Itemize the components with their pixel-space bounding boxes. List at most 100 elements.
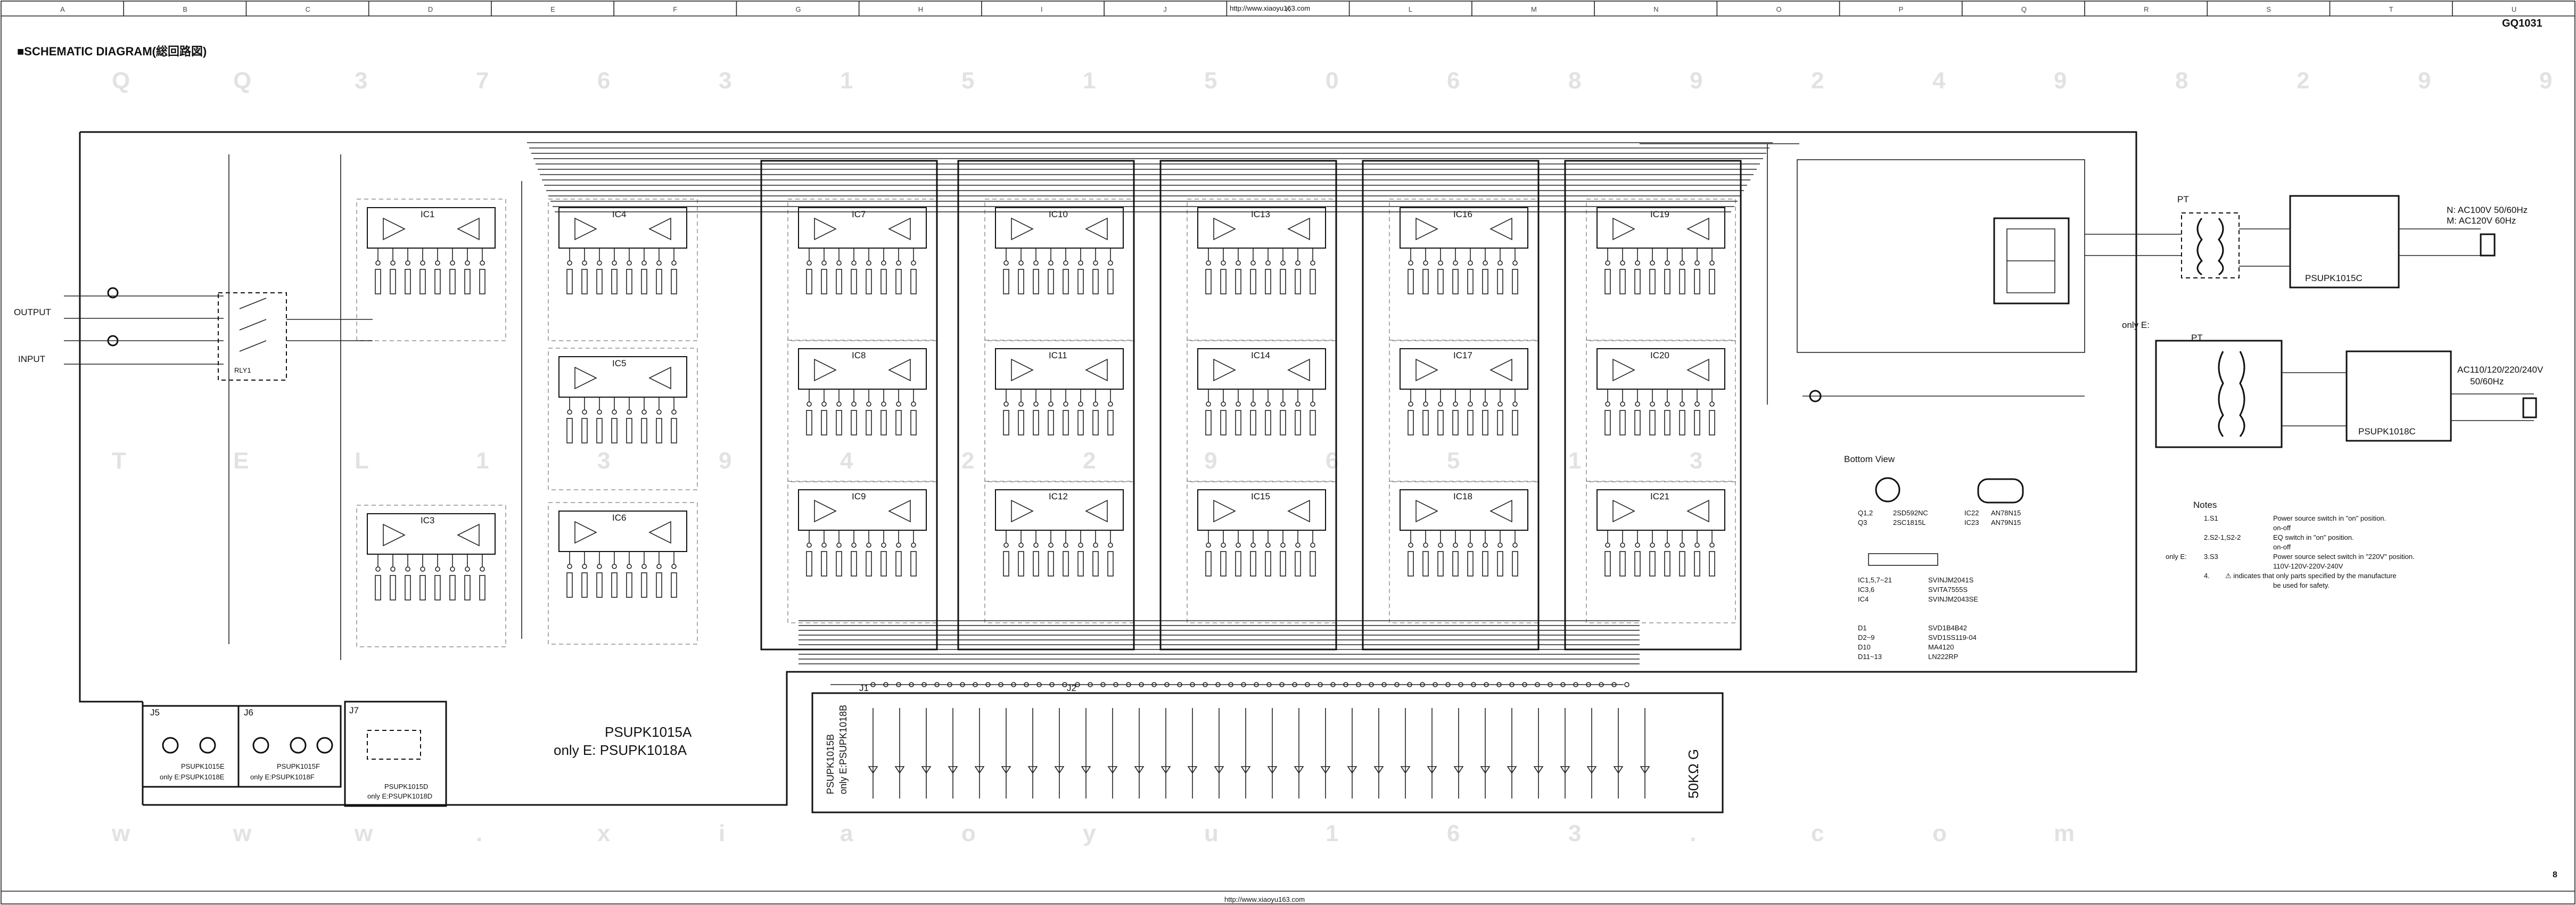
url-bottom[interactable]: http://www.xiaoyu163.com <box>1224 895 1305 903</box>
svg-text:IC22: IC22 <box>1964 509 1979 517</box>
sub-board-j6: J6 PSUPK1015F only E:PSUPK1018F <box>237 705 342 788</box>
svg-text:only E:PSUPK1018E: only E:PSUPK1018E <box>160 773 225 781</box>
svg-text:only E:PSUPK1018F: only E:PSUPK1018F <box>250 773 315 781</box>
sub-board-j5: J5 PSUPK1015E only E:PSUPK1018E <box>142 705 240 788</box>
ruler-col-C: C <box>306 5 310 13</box>
watermark-char: 1 <box>476 448 489 474</box>
svg-text:MA4120: MA4120 <box>1928 643 1954 651</box>
ruler-col-U: U <box>2512 5 2516 13</box>
watermark-char: 9 <box>2054 68 2067 94</box>
svg-text:IC19: IC19 <box>1650 209 1669 219</box>
watermark-char: 6 <box>597 68 610 94</box>
svg-text:J7: J7 <box>349 705 359 715</box>
output-jack-1 <box>107 287 119 299</box>
svg-text:only E:: only E: <box>2166 553 2187 561</box>
watermark-char: 5 <box>961 68 974 94</box>
page-marker: 8 <box>2553 870 2557 879</box>
svg-text:J1: J1 <box>859 683 869 693</box>
watermark-char: . <box>476 820 482 846</box>
watermark-char: 7 <box>476 68 489 94</box>
svg-text:D1: D1 <box>1858 624 1867 632</box>
output-label: OUTPUT <box>14 307 51 317</box>
ic-ic1: IC1 <box>356 199 506 341</box>
svg-text:IC1: IC1 <box>421 209 434 219</box>
relay-label: RLY1 <box>234 366 251 374</box>
watermark-char: i <box>719 820 725 846</box>
doc-code: GQ1031 <box>2502 18 2542 29</box>
watermark-char: 9 <box>719 448 731 474</box>
svg-text:IC18: IC18 <box>1453 491 1472 501</box>
psu-e-label: PSUPK1018C <box>2358 426 2416 437</box>
ic-ic19: IC19 <box>1586 199 1736 341</box>
svg-text:Q1,2: Q1,2 <box>1858 509 1873 517</box>
svg-text:PSUPK1015D: PSUPK1015D <box>384 783 428 791</box>
svg-text:AN78N15: AN78N15 <box>1991 509 2021 517</box>
watermark-char: 9 <box>1204 448 1217 474</box>
watermark-char: 1 <box>1083 68 1096 94</box>
watermark-char: x <box>597 820 611 846</box>
watermark-char: . <box>1690 820 1696 846</box>
watermark-char: 2 <box>1083 448 1096 474</box>
svg-text:only E:: only E: <box>2122 320 2150 330</box>
svg-text:IC13: IC13 <box>1251 209 1270 219</box>
watermark-char: c <box>1811 820 1824 846</box>
watermark-char: w <box>354 820 373 846</box>
svg-text:2SD592NC: 2SD592NC <box>1893 509 1928 517</box>
pt-label: PT <box>2177 194 2189 204</box>
watermark-char: 8 <box>1568 68 1581 94</box>
watermark-char: 4 <box>840 448 853 474</box>
svg-text:IC12: IC12 <box>1049 491 1068 501</box>
slider-board: PSUPK1015B only E:PSUPK1018B 50KΩ G <box>811 692 1724 813</box>
ic-ic3: IC3 <box>356 505 506 647</box>
svg-text:J6: J6 <box>244 707 253 718</box>
wiring-traces <box>228 142 1799 664</box>
ruler-col-F: F <box>673 5 677 13</box>
svg-text:IC4: IC4 <box>612 209 626 219</box>
ic-ic7: IC7 <box>787 199 937 341</box>
watermark-char: 2 <box>1811 68 1824 94</box>
svg-text:N: AC100V 50/60Hz: N: AC100V 50/60Hz <box>2447 205 2528 215</box>
svg-text:IC5: IC5 <box>612 358 626 368</box>
svg-text:IC16: IC16 <box>1453 209 1472 219</box>
watermark-char: 9 <box>2539 68 2552 94</box>
svg-text:2.S2-1,S2-2: 2.S2-1,S2-2 <box>2204 533 2241 541</box>
watermark-char: 6 <box>1447 68 1460 94</box>
watermark-char: y <box>1083 820 1096 846</box>
ruler-col-A: A <box>60 5 65 13</box>
watermark-char: a <box>840 820 853 846</box>
watermark-char: u <box>1204 820 1219 846</box>
ruler-col-T: T <box>2389 5 2393 13</box>
watermark-char: 3 <box>355 68 367 94</box>
svg-text:SVITA7555S: SVITA7555S <box>1928 586 1968 594</box>
watermark-char: 0 <box>1326 68 1338 94</box>
ruler-col-G: G <box>796 5 801 13</box>
svg-text:Power source select switch in: Power source select switch in "220V" pos… <box>2273 553 2415 561</box>
svg-text:IC3,6: IC3,6 <box>1858 586 1874 594</box>
svg-text:Power source switch in "on" po: Power source switch in "on" position. <box>2273 514 2386 522</box>
svg-text:AN79N15: AN79N15 <box>1991 519 2021 526</box>
ic-ic18: IC18 <box>1389 481 1539 623</box>
watermark-char: Q <box>112 68 130 94</box>
watermark-char: o <box>1932 820 1947 846</box>
svg-text:M: AC120V 60Hz: M: AC120V 60Hz <box>2447 216 2516 226</box>
ic-ic13: IC13 <box>1187 199 1337 341</box>
io-section: OUTPUT INPUT RLY1 <box>14 287 373 381</box>
page-title: ■SCHEMATIC DIAGRAM(総回路図) <box>17 45 207 58</box>
sub-board-j7: J7 PSUPK1015D only E:PSUPK1018D <box>344 701 447 807</box>
watermark-char: o <box>961 820 976 846</box>
svg-text:⚠ indicates that only parts sp: ⚠ indicates that only parts specified by… <box>2225 572 2397 580</box>
svg-text:50KΩ G: 50KΩ G <box>1685 749 1701 799</box>
svg-text:only E:PSUPK1018D: only E:PSUPK1018D <box>367 792 432 800</box>
ruler-col-O: O <box>1776 5 1781 13</box>
svg-text:IC1,5,7~21: IC1,5,7~21 <box>1858 576 1892 584</box>
svg-text:LN222RP: LN222RP <box>1928 653 1958 661</box>
ic-ic5: IC5 <box>548 348 698 490</box>
url-top[interactable]: http://www.xiaoyu163.com <box>1230 4 1310 12</box>
notes-title: Notes <box>2193 500 2217 510</box>
plug-e-icon <box>2522 397 2537 418</box>
board-label-main-2: only E: PSUPK1018A <box>554 742 687 758</box>
ic-ic15: IC15 <box>1187 481 1337 623</box>
